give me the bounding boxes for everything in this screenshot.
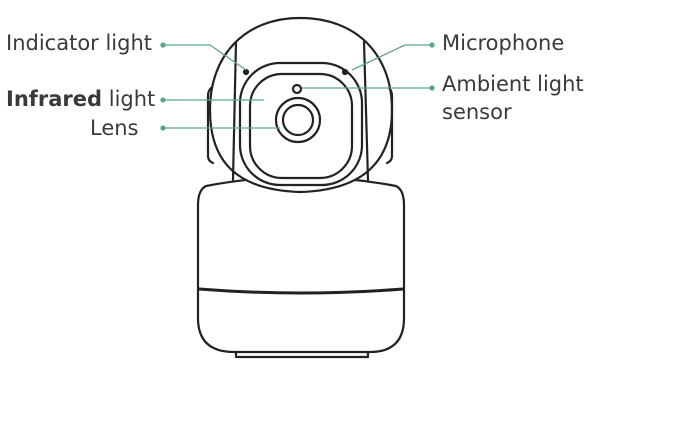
label-ambient-line1: Ambient light xyxy=(442,72,584,96)
face-inner xyxy=(248,72,354,180)
mic-dot xyxy=(341,68,349,76)
label-ambient-light-sensor: Ambient light sensor xyxy=(442,70,584,126)
base-seam xyxy=(197,287,405,295)
lens-inner xyxy=(281,103,315,137)
camera-base xyxy=(196,175,406,354)
lens-outer xyxy=(274,96,322,144)
indicator-dot xyxy=(242,68,250,76)
label-infrared-rest: light xyxy=(102,87,156,111)
head-band-left xyxy=(231,40,238,182)
right-ear xyxy=(385,86,394,165)
leader-indicator xyxy=(163,44,247,71)
base-foot xyxy=(234,350,370,359)
label-indicator-light: Indicator light xyxy=(6,31,153,55)
leader-microphone xyxy=(351,44,432,71)
label-infrared-bold: Infrared xyxy=(6,87,103,111)
camera-illustration xyxy=(196,16,406,359)
label-infrared-light: Infrared light xyxy=(6,89,155,110)
leader-lines xyxy=(160,42,435,131)
left-ear xyxy=(206,86,215,165)
head-band-right xyxy=(362,40,370,182)
ambient-sensor xyxy=(291,83,303,95)
label-microphone: Microphone xyxy=(442,31,565,55)
label-lens: Lens xyxy=(90,116,139,140)
label-ambient-line2: sensor xyxy=(442,100,512,124)
